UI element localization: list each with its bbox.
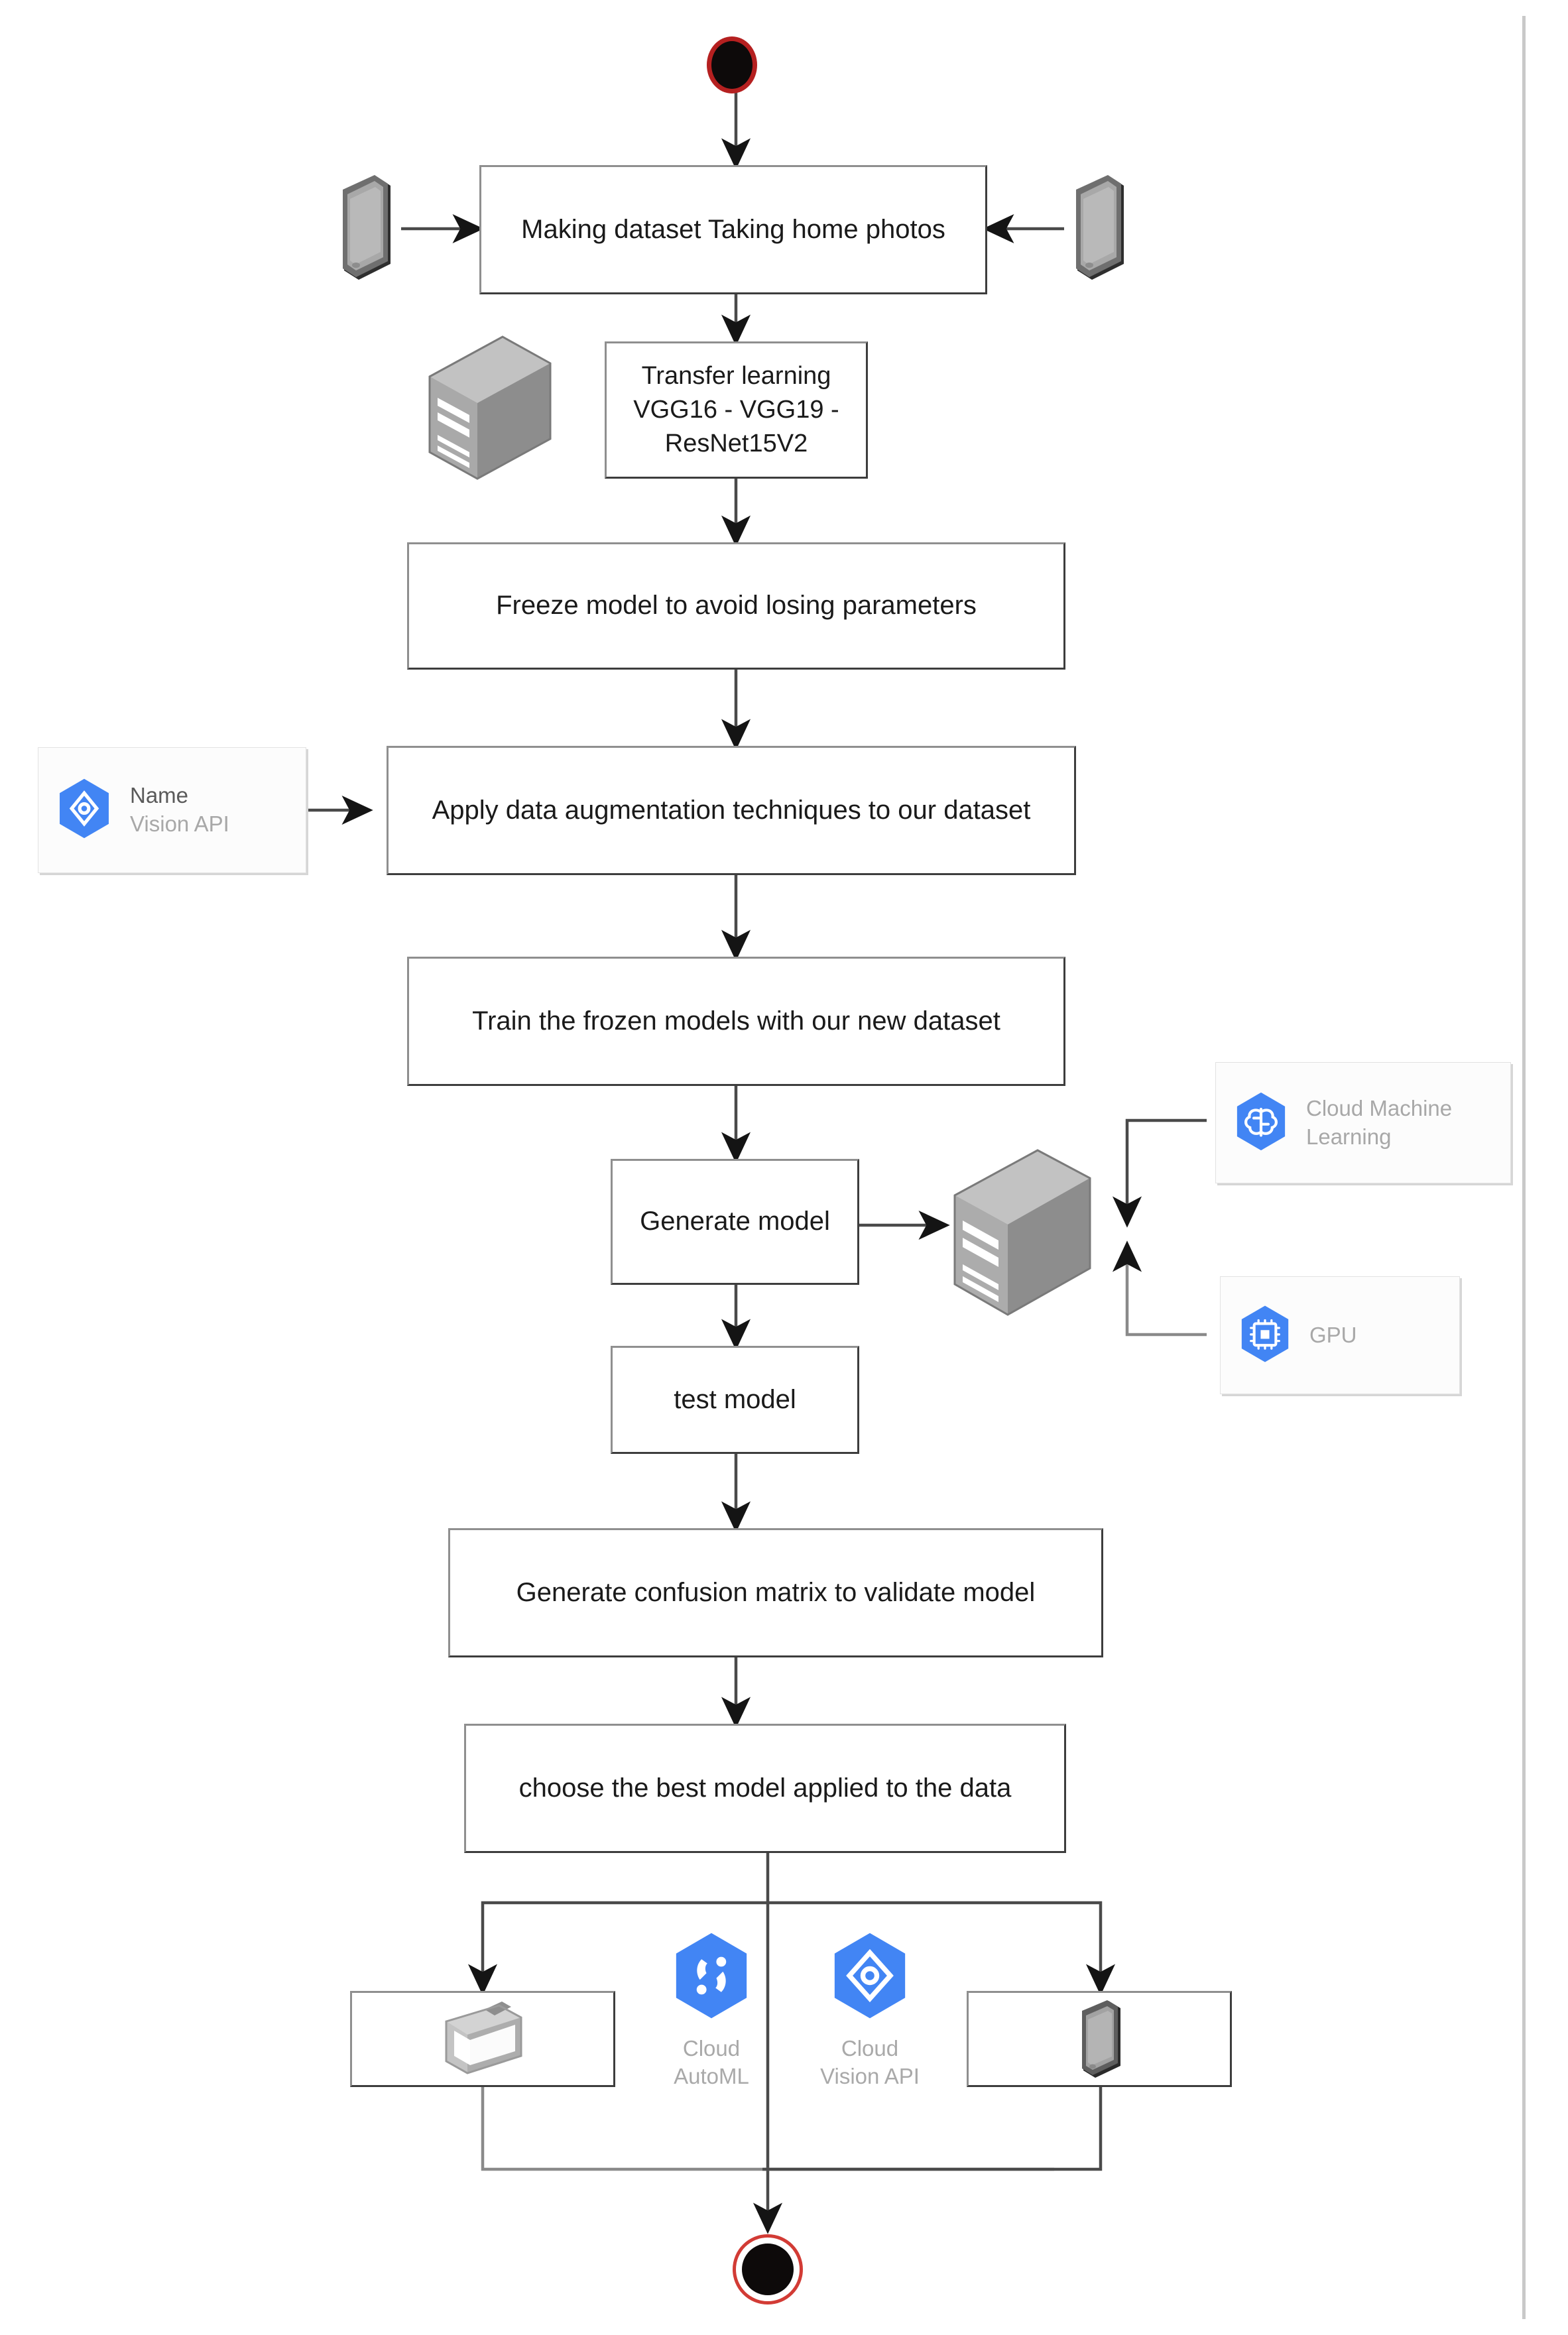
node-test-model-label: test model (674, 1384, 796, 1414)
card-cloud-ml-line1: Cloud Machine (1306, 1095, 1453, 1120)
server-tower-icon-middle (941, 1144, 1101, 1321)
smartphone-icon-left (330, 171, 399, 284)
cloud-automl-hex-icon (670, 1931, 753, 2024)
node-apply-augmentation-label: Apply data augmentation techniques to ou… (432, 795, 1031, 825)
card-gpu[interactable]: GPU (1220, 1276, 1460, 1394)
node-confusion-matrix[interactable]: Generate confusion matrix to validate mo… (448, 1528, 1103, 1657)
card-gpu-text: GPU (1309, 1322, 1357, 1347)
cloud-automl-caption: Cloud AutoML (674, 2036, 749, 2088)
node-desktop-output[interactable] (350, 1991, 615, 2087)
node-train-models[interactable]: Train the frozen models with our new dat… (407, 957, 1065, 1086)
server-tower-icon-top (418, 331, 560, 484)
card-vision-api-name: Name (130, 783, 189, 808)
vision-api-hex-icon (56, 777, 113, 843)
page-margin-rule (1522, 16, 1526, 2319)
node-transfer-learning[interactable]: Transfer learning VGG16 - VGG19 - ResNet… (605, 341, 868, 479)
icon-block-cloud-vision-api[interactable]: Cloud Vision API (789, 1931, 951, 2103)
end-node (742, 2244, 794, 2295)
node-generate-model-label: Generate model (640, 1207, 830, 1236)
node-freeze-model-label: Freeze model to avoid losing parameters (496, 591, 977, 621)
node-confusion-matrix-label: Generate confusion matrix to validate mo… (516, 1577, 1036, 1607)
cloud-machine-learning-hex-icon (1233, 1091, 1289, 1156)
cloud-vision-api-caption: Cloud Vision API (820, 2036, 920, 2088)
card-vision-api-label: Name Vision API (130, 782, 229, 839)
node-train-models-label: Train the frozen models with our new dat… (472, 1006, 1000, 1036)
smartphone-icon-right (1063, 171, 1132, 284)
card-cloud-machine-learning[interactable]: Cloud Machine Learning (1215, 1062, 1511, 1183)
node-choose-best-model[interactable]: choose the best model applied to the dat… (464, 1724, 1066, 1853)
node-making-dataset-label: Making dataset Taking home photos (521, 214, 945, 244)
gpu-chip-hex-icon (1238, 1304, 1292, 1367)
node-transfer-learning-label: Transfer learning VGG16 - VGG19 - ResNet… (633, 362, 839, 457)
desktop-monitor-icon (433, 2000, 532, 2078)
node-choose-best-model-label: choose the best model applied to the dat… (518, 1773, 1012, 1803)
node-freeze-model[interactable]: Freeze model to avoid losing parameters (407, 542, 1065, 670)
start-node (711, 41, 753, 89)
cloud-vision-api-hex-icon (829, 1931, 911, 2024)
node-mobile-output[interactable] (967, 1991, 1232, 2087)
icon-block-cloud-automl[interactable]: Cloud AutoML (635, 1931, 788, 2103)
node-making-dataset[interactable]: Making dataset Taking home photos (479, 165, 987, 294)
card-cloud-ml-label: Cloud Machine Learning (1306, 1095, 1452, 1152)
smartphone-icon-output (1067, 1997, 1131, 2082)
card-vision-api[interactable]: Name Vision API (38, 747, 306, 873)
node-apply-augmentation[interactable]: Apply data augmentation techniques to ou… (387, 746, 1076, 875)
node-test-model[interactable]: test model (611, 1346, 859, 1454)
card-cloud-ml-line2: Learning (1306, 1124, 1392, 1149)
node-generate-model[interactable]: Generate model (611, 1159, 859, 1285)
card-vision-api-service: Vision API (130, 811, 229, 836)
card-gpu-label: GPU (1309, 1321, 1357, 1350)
